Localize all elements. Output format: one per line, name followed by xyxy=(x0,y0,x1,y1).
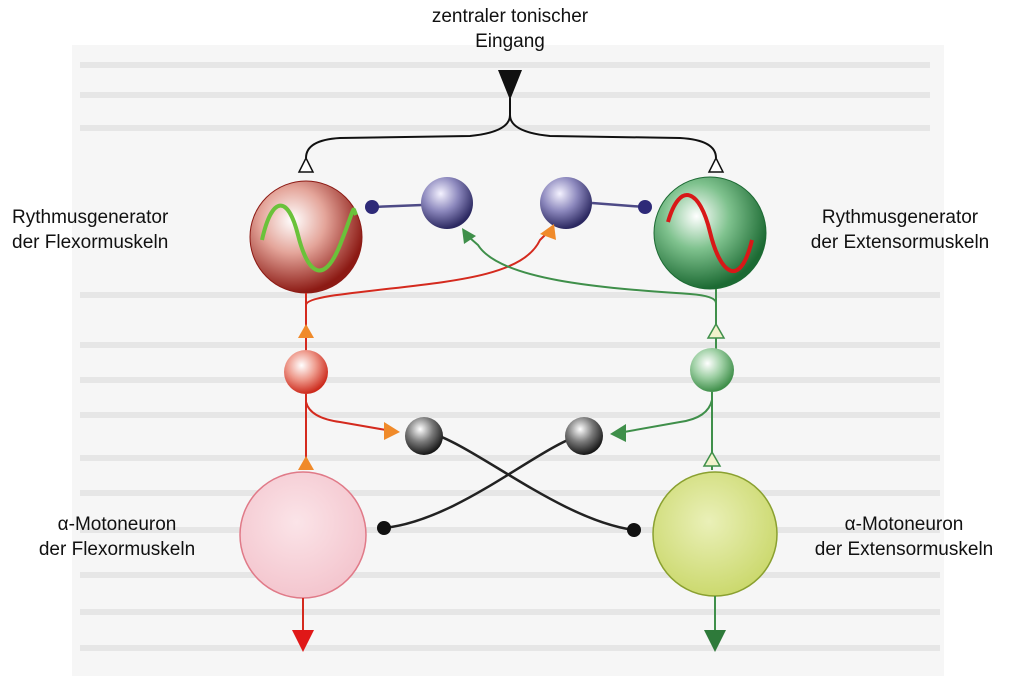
flexor-crossing-axon xyxy=(305,231,549,318)
crossed-interneuron-left xyxy=(405,417,443,455)
input-synapse-left xyxy=(297,156,315,173)
extensor-output-arrow xyxy=(704,630,726,652)
extensor-wave xyxy=(666,193,754,273)
extensor-motoneuron-label: α-Motoneuron der Extensormuskeln xyxy=(788,512,1020,562)
extensor-gen-synapse xyxy=(706,322,726,339)
input-arrowhead xyxy=(498,70,522,100)
extensor-generator-line2: der Extensormuskeln xyxy=(810,232,990,253)
extensor-mn-synapse xyxy=(702,450,722,467)
input-branch-right xyxy=(509,114,717,159)
flexor-crossed-synapse xyxy=(384,422,400,440)
extensor-motoneuron-line2: der Extensormuskeln xyxy=(814,539,994,560)
extensor-motoneuron xyxy=(652,471,778,597)
input-synapse-right xyxy=(707,156,725,173)
tonic-input-label: zentraler tonischer Eingang xyxy=(405,4,615,54)
extensor-crossing-axon xyxy=(469,237,717,318)
flexor-gen-synapse xyxy=(298,324,314,338)
tonic-input-line2: Eingang xyxy=(475,31,545,52)
extensor-relay-neuron xyxy=(690,348,734,392)
flexor-rhythm-generator xyxy=(249,180,363,294)
extensor-rhythm-generator xyxy=(653,176,767,290)
flexor-synapse-triangle xyxy=(540,224,556,240)
flexor-generator-line2: der Flexormuskeln xyxy=(12,232,169,253)
extensor-generator-label: Rythmusgenerator der Extensormuskeln xyxy=(782,205,1018,255)
crossed-terminal-left xyxy=(377,521,391,535)
flexor-motoneuron-line2: der Flexormuskeln xyxy=(38,539,196,560)
input-branch-left xyxy=(305,114,511,159)
crossed-axon-left-to-right xyxy=(427,430,635,532)
flexor-generator-line1: Rythmusgenerator xyxy=(12,207,169,228)
inhibitory-interneuron-right xyxy=(540,177,592,229)
flexor-mn-synapse xyxy=(298,456,314,470)
tonic-input xyxy=(297,70,725,173)
flexor-motoneuron-line1: α-Motoneuron xyxy=(57,514,177,535)
flexor-wave xyxy=(260,203,358,273)
flexor-motoneuron-label: α-Motoneuron der Flexormuskeln xyxy=(14,512,220,562)
extensor-crossed-synapse xyxy=(610,424,626,442)
inhibitory-interneuron-left xyxy=(421,177,473,229)
extensor-generator-line1: Rythmusgenerator xyxy=(821,207,979,228)
crossed-interneuron-right xyxy=(565,417,603,455)
flexor-relay-neuron xyxy=(284,350,328,394)
flexor-generator-label: Rythmusgenerator der Flexormuskeln xyxy=(12,205,168,255)
inhibitory-terminal-left xyxy=(365,200,379,214)
background-text-lines xyxy=(80,62,940,651)
extensor-to-crossed-axon xyxy=(623,399,713,433)
inhibitory-pair xyxy=(365,177,652,229)
extensor-motoneuron-line1: α-Motoneuron xyxy=(844,514,964,535)
tonic-input-line1: zentraler tonischer xyxy=(431,6,589,27)
extensor-synapse-triangle xyxy=(462,228,476,244)
background-scan xyxy=(72,45,944,676)
inhibitory-terminal-right xyxy=(638,200,652,214)
flexor-output-arrow xyxy=(292,630,314,652)
flexor-motoneuron xyxy=(239,471,367,599)
flexor-to-crossed-axon xyxy=(305,401,387,431)
crossed-terminal-right xyxy=(627,523,641,537)
